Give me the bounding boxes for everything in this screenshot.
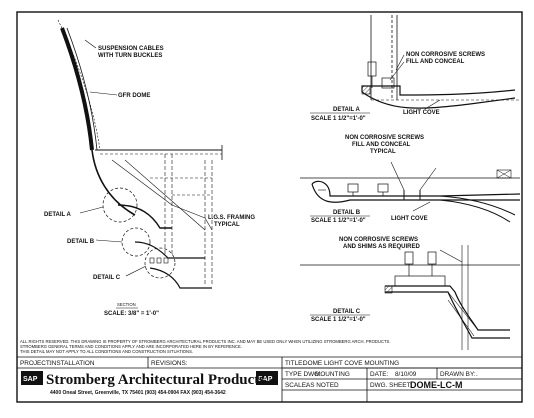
type-dwg-value: MOUNTING (315, 371, 350, 378)
scale-value: AS NOTED (306, 382, 339, 389)
title-block-grid (17, 356, 522, 402)
company-logo-right: SAP (256, 371, 278, 385)
sheet-border (16, 11, 523, 403)
section-scale: SCALE: 3/8" = 1'-0" (104, 311, 159, 317)
callout-lgs-framing-line1: L.G.S. FRAMING (208, 215, 255, 221)
detail-c-drawing (300, 245, 520, 350)
project-value: INSTALLATION (50, 360, 95, 367)
title-value: DOME LIGHT COVE MOUNTING (303, 360, 399, 367)
dwg-sheet-label: DWG. SHEET: (370, 382, 412, 389)
date-label: DATE: (370, 371, 389, 378)
scale-label: SCALE: (285, 382, 308, 389)
detail-a-light-cove: LIGHT COVE (403, 110, 440, 116)
detail-c-screws-line1: NON CORROSIVE SCREWS (339, 237, 418, 243)
note-line-2: STROMBERG GENERAL TERMS AND CONDITIONS A… (20, 344, 242, 349)
company-logo-right-text: SAP (258, 376, 273, 383)
detail-a-screws-line1: NON CORROSIVE SCREWS (406, 52, 485, 58)
callout-detail-b: DETAIL B (67, 239, 95, 245)
callout-detail-c: DETAIL C (93, 275, 121, 281)
company-logo-left-text: SAP (23, 376, 38, 383)
section-title: SECTION (117, 302, 136, 307)
company-logo-left: SAP (21, 371, 43, 385)
drawn-by-value: . (476, 371, 478, 378)
title-label: TITLE: (285, 360, 304, 367)
revisions-label: REVISIONS: (151, 360, 188, 367)
callout-lgs-framing-line2: TYPICAL (214, 222, 240, 228)
detail-b-drawing (300, 161, 521, 223)
detail-b-screws-line3: TYPICAL (370, 149, 396, 155)
callout-detail-a: DETAIL A (44, 212, 72, 218)
company-address: 4400 Oneal Street, Greenville, TX 75401 … (50, 390, 226, 396)
detail-a-drawing (361, 15, 520, 110)
detail-a-scale: SCALE 1 1/2"=1'-0" (311, 116, 366, 122)
detail-b-screws-line2: FILL AND CONCEAL (352, 142, 411, 148)
detail-c-title: DETAIL C (333, 309, 361, 315)
callout-cables-line2: WITH TURN BUCKLES (98, 53, 162, 59)
detail-c-scale: SCALE 1 1/2"=1'-0" (311, 317, 366, 323)
project-label: PROJECT: (20, 360, 51, 367)
dwg-sheet-value: DOME-LC-M (410, 380, 463, 390)
drawn-by-label: DRAWN BY: (440, 371, 476, 378)
detail-c-screws-line2: AND SHIMS AS REQUIRED (343, 244, 420, 250)
note-line-1: ALL RIGHTS RESERVED. THIS DRAWING IS PRO… (20, 339, 391, 344)
date-value: 8/10/09 (395, 371, 417, 378)
section-drawing (57, 19, 223, 289)
detail-b-scale: SCALE 1 1/2"=1'-0" (311, 218, 366, 224)
detail-b-title: DETAIL B (333, 210, 361, 216)
company-name: Stromberg Architectural Products (46, 372, 265, 388)
callout-dome: GFR DOME (118, 93, 150, 99)
detail-b-screws-line1: NON CORROSIVE SCREWS (345, 135, 424, 141)
detail-b-light-cove: LIGHT COVE (391, 216, 428, 222)
type-dwg-label: TYPE DWG: (285, 371, 321, 378)
detail-a-screws-line2: FILL AND CONCEAL (406, 59, 465, 65)
note-line-3: THIS DETAIL MAY NOT APPLY TO ALL CONDITI… (20, 349, 193, 354)
callout-cables-line1: SUSPENSION CABLES (98, 46, 164, 52)
detail-a-title: DETAIL A (333, 107, 361, 113)
